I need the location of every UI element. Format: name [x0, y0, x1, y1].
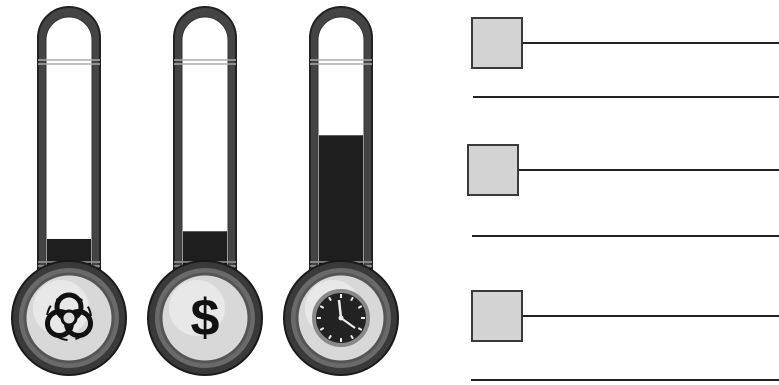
legend-leader-line-1	[523, 42, 779, 44]
legend-leader-line-2	[519, 169, 779, 171]
money-level-fill	[183, 231, 227, 262]
legend-divider-2	[472, 235, 779, 237]
biohazard-level-fill	[47, 239, 91, 262]
biohazard-gauge	[8, 0, 130, 385]
legend-swatch-2[interactable]	[467, 144, 519, 196]
biohazard-gauge-svg	[8, 0, 130, 380]
time-gauge-svg	[280, 0, 402, 380]
money-bulb: $	[148, 261, 262, 375]
time-level-fill	[319, 135, 363, 262]
legend-swatch-1[interactable]	[471, 17, 523, 69]
legend-leader-line-3	[523, 315, 779, 317]
dollar-icon: $	[191, 289, 220, 347]
legend-divider-1	[473, 96, 779, 98]
legend-divider-3	[471, 379, 779, 381]
gauge-panel: $	[0, 0, 420, 385]
legend-swatch-3[interactable]	[471, 290, 523, 342]
biohazard-bulb	[12, 261, 126, 375]
time-bulb	[284, 261, 398, 375]
time-gauge	[280, 0, 402, 385]
svg-text:$: $	[191, 289, 220, 347]
money-gauge-svg: $	[144, 0, 266, 380]
money-gauge: $	[144, 0, 266, 385]
clock-icon	[314, 291, 368, 345]
